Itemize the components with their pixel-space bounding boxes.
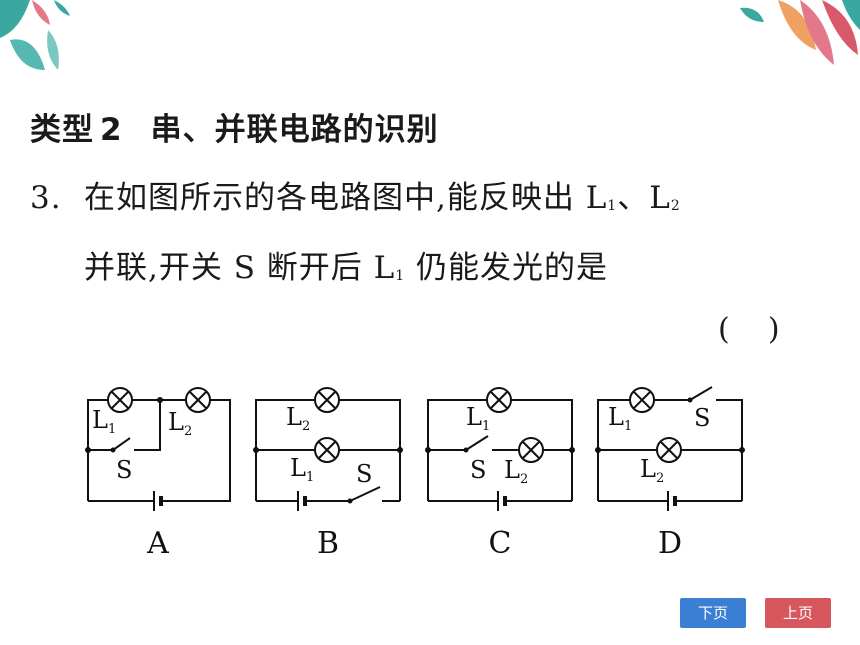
lamp-label: L1 bbox=[466, 403, 490, 434]
question-text: 、L bbox=[617, 180, 671, 216]
question-text: 在如图所示的各电路图中,能反映出 L bbox=[84, 180, 608, 216]
lamp-icon bbox=[629, 387, 655, 413]
lamp-icon bbox=[107, 387, 133, 413]
option-label-b: B bbox=[317, 526, 339, 561]
lamp-icon bbox=[518, 437, 544, 463]
lamp-label: L1 bbox=[608, 403, 632, 434]
switch-label: S bbox=[470, 456, 486, 484]
battery-icon bbox=[296, 489, 307, 513]
switch-label: S bbox=[694, 404, 710, 432]
subscript: 1 bbox=[607, 198, 618, 214]
switch-label: S bbox=[356, 460, 372, 488]
lamp-label: L2 bbox=[168, 408, 192, 439]
lamp-icon bbox=[486, 387, 512, 413]
answer-blank: ( ) bbox=[718, 312, 780, 347]
lamp-icon bbox=[185, 387, 211, 413]
circuit-d bbox=[597, 386, 743, 502]
battery-icon bbox=[152, 489, 163, 513]
option-label-a: A bbox=[146, 526, 169, 561]
circuit-diagrams: L1 L2 S L2 L1 S L1 S L2 L1 S L2 A B C D bbox=[85, 386, 745, 561]
battery-icon bbox=[666, 489, 677, 513]
switch-label: S bbox=[116, 456, 132, 484]
lamp-label: L2 bbox=[504, 456, 528, 487]
lamp-label: L1 bbox=[290, 454, 314, 485]
option-label-c: C bbox=[489, 526, 512, 561]
lamp-label: L2 bbox=[286, 403, 310, 434]
lamp-label: L2 bbox=[640, 455, 664, 486]
section-heading: 串、并联电路的识别 bbox=[150, 112, 439, 148]
lamp-label: L1 bbox=[92, 406, 116, 437]
leaf-decoration-right bbox=[740, 0, 860, 65]
question-number: 3. bbox=[30, 180, 62, 216]
circuit-c bbox=[427, 399, 573, 502]
battery-icon bbox=[496, 489, 507, 513]
leaf-decoration-left bbox=[0, 0, 70, 70]
next-page-button[interactable]: 下页 bbox=[680, 598, 746, 628]
subscript: 2 bbox=[670, 198, 681, 214]
lamp-icon bbox=[314, 387, 340, 413]
lamp-icon bbox=[314, 437, 340, 463]
subscript: 1 bbox=[395, 268, 406, 284]
lamp-icon bbox=[656, 437, 682, 463]
question-text: 仍能发光的是 bbox=[405, 250, 609, 286]
question-line-1: 3. 在如图所示的各电路图中,能反映出 L1、L2 bbox=[30, 172, 681, 217]
question-line-2: 并联,开关 S 断开后 L1 仍能发光的是 bbox=[84, 242, 608, 287]
option-label-d: D bbox=[658, 526, 682, 561]
prev-page-button[interactable]: 上页 bbox=[765, 598, 831, 628]
question-text: 并联,开关 S 断开后 L bbox=[84, 250, 396, 286]
type-label: 类型 bbox=[30, 112, 94, 148]
type-number: 2 bbox=[100, 112, 123, 148]
circuit-a bbox=[87, 399, 231, 502]
circuit-b bbox=[255, 399, 401, 502]
